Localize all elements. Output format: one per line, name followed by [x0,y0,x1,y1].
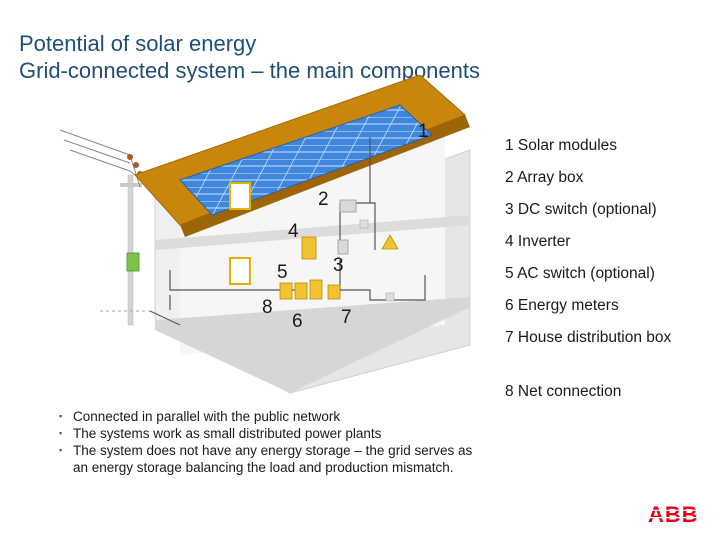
title-line-2: Grid-connected system – the main compone… [19,58,481,83]
marker-3: 3 [333,255,344,276]
meter-2 [294,282,308,300]
bullet-item: ▪ Connected in parallel with the public n… [57,408,487,425]
bullet-text: The system does not have any energy stor… [73,443,473,475]
inverter-device [301,236,317,260]
abb-logo: ABB [648,503,704,525]
bullet-text: Connected in parallel with the public ne… [73,409,341,424]
bullet-dot-icon: ▪ [59,411,63,421]
bullet-item: ▪ The system does not have any energy sto… [57,442,487,476]
dc-switch-device [337,239,349,255]
svg-text:ABB: ABB [648,503,699,525]
legend-item-energy-meters: 6 Energy meters [505,297,619,314]
marker-4: 4 [288,221,299,242]
title-line-1: Potential of solar energy [19,31,257,56]
distribution-box [327,284,341,300]
bullet-dot-icon: ▪ [59,428,63,438]
bullet-text: The systems work as small distributed po… [73,426,382,441]
legend-item-ac-switch: 5 AC switch (optional) [505,265,655,282]
legend-item-distribution-box: 7 House distribution box [505,329,672,346]
marker-5: 5 [277,262,288,283]
house-illustration [59,75,471,394]
window-lower [229,257,251,285]
marker-7: 7 [341,307,352,328]
slide-title: Potential of solar energy Grid-connected… [19,30,480,84]
array-box-device [339,199,357,213]
legend-item-dc-switch: 3 DC switch (optional) [505,201,657,218]
house-structure [100,75,471,394]
meter-3 [309,279,323,300]
lamp [381,234,399,250]
marker-8: 8 [262,297,273,318]
marker-2: 2 [318,189,329,210]
legend-item-solar-modules: 1 Solar modules [505,137,618,154]
bullet-list: ▪ Connected in parallel with the public n… [57,408,487,476]
meter-1 [279,282,293,300]
marker-1: 1 [418,121,429,142]
bullet-dot-icon: ▪ [59,445,63,455]
marker-6: 6 [292,311,303,332]
bullet-item: ▪ The systems work as small distributed p… [57,425,487,442]
legend-item-net-connection: 8 Net connection [505,383,622,400]
utility-pole [59,129,149,326]
legend-item-array-box: 2 Array box [505,169,584,186]
legend-item-inverter: 4 Inverter [505,233,571,250]
window-upper [229,182,251,210]
